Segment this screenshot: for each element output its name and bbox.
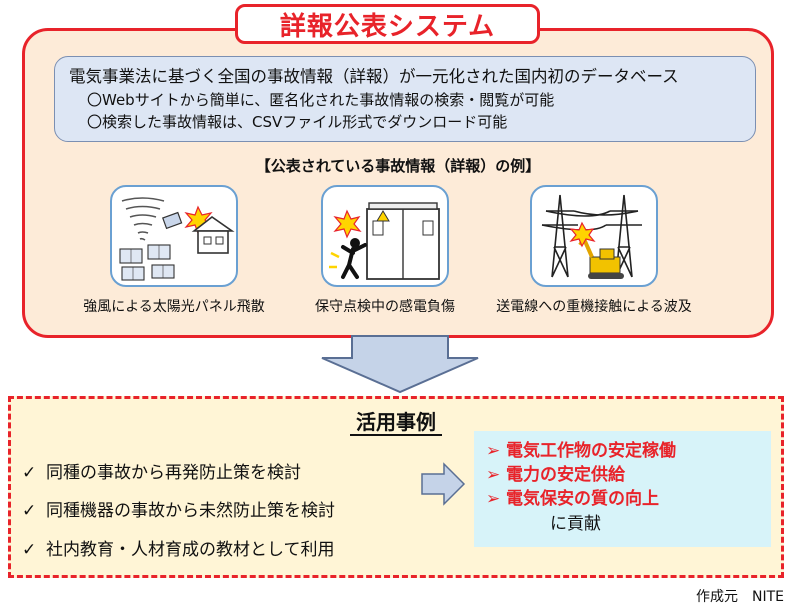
description-box: 電気事業法に基づく全国の事故情報（詳報）が一元化された国内初のデータベース 〇W… (54, 56, 756, 142)
title-banner: 詳報公表システム (235, 4, 540, 44)
example-caption: 強風による太陽光パネル飛散 (83, 299, 265, 315)
arrowhead-bullet-icon: ➢ (486, 441, 501, 461)
page-title: 詳報公表システム (279, 11, 496, 42)
usage-item: ✓同種の事故から再発防止策を検討 (22, 463, 301, 483)
source-credit: 作成元 NITE (696, 589, 784, 605)
right-arrow-icon (421, 462, 466, 506)
arrowhead-bullet-icon: ➢ (486, 465, 501, 485)
usage-item: ✓社内教育・人材育成の教材として利用 (22, 540, 335, 560)
example-card-powerline (530, 185, 658, 287)
check-icon: ✓ (22, 540, 37, 560)
examples-heading: 【公表されている事故情報（詳報）の例】 (255, 157, 541, 175)
description-main: 電気事業法に基づく全国の事故情報（詳報）が一元化された国内初のデータベース (69, 67, 679, 86)
result-item: ➢電気保安の質の向上 (486, 489, 659, 509)
result-suffix: に貢献 (550, 514, 601, 534)
example-caption: 送電線への重機接触による波及 (496, 299, 692, 315)
example-caption: 保守点検中の感電負傷 (315, 299, 455, 315)
usage-item: ✓同種機器の事故から未然防止策を検討 (22, 501, 335, 521)
result-box: ➢電気工作物の安定稼働 ➢電力の安定供給 ➢電気保安の質の向上 に貢献 (474, 431, 771, 547)
powerline-excavator-icon (541, 194, 642, 279)
check-icon: ✓ (22, 463, 37, 483)
arrowhead-bullet-icon: ➢ (486, 489, 501, 509)
electric-shock-icon (329, 202, 440, 280)
result-item: ➢電気工作物の安定稼働 (486, 441, 676, 461)
description-bullet: 〇Webサイトから簡単に、匿名化された事故情報の検索・閲覧が可能 (87, 91, 555, 109)
description-bullet: 〇検索した事故情報は、CSVファイル形式でダウンロード可能 (87, 113, 508, 131)
example-card-wind (110, 185, 238, 287)
result-item: ➢電力の安定供給 (486, 465, 625, 485)
check-icon: ✓ (22, 501, 37, 521)
tornado-solar-house-icon (119, 197, 235, 281)
down-arrow-icon (321, 335, 479, 394)
usage-title: 活用事例 (8, 406, 784, 436)
example-card-shock (321, 185, 449, 287)
